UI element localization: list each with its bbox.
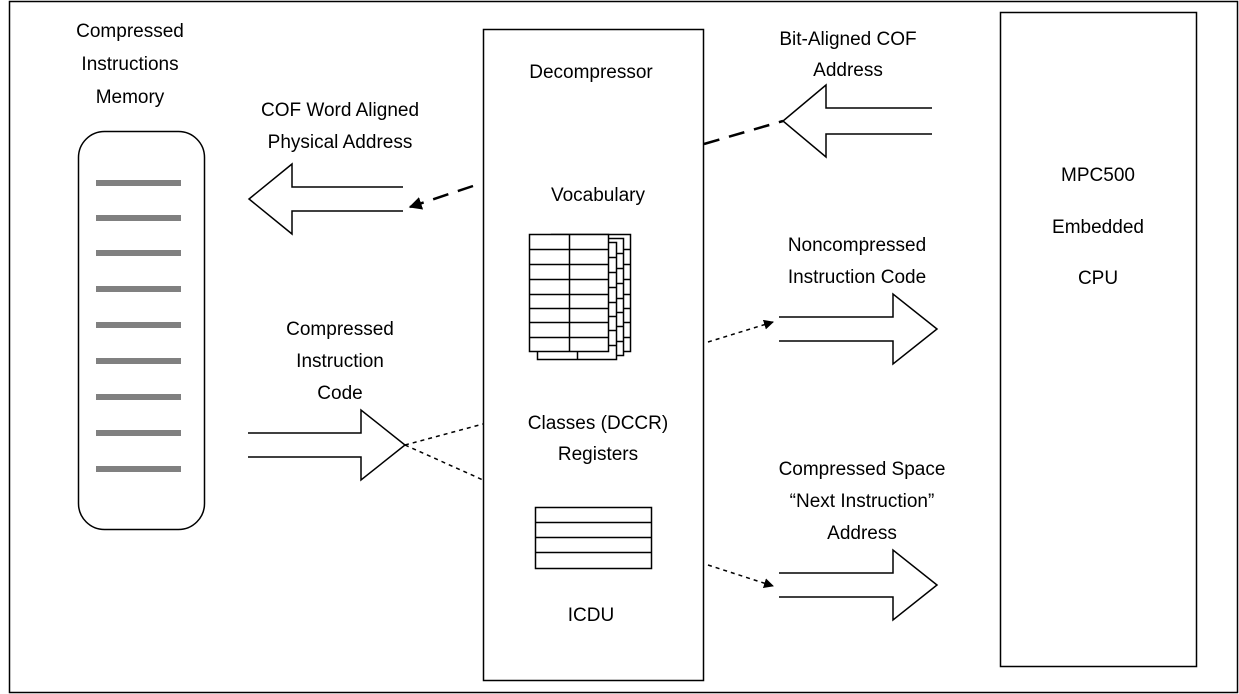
next-instruction-line-1: Compressed Space	[779, 459, 946, 480]
memory-label: Compressed Instructions Memory	[76, 21, 184, 108]
cof-word-aligned-label: COF Word Aligned Physical Address	[261, 100, 419, 153]
cof-word-aligned-address-arrow	[247, 162, 403, 236]
cof-word-aligned-line-1: COF Word Aligned	[261, 100, 419, 121]
cof-word-aligned-dashed-connector	[408, 184, 474, 210]
next-instruction-label: Compressed Space “Next Instruction” Addr…	[779, 459, 946, 544]
compressed-code-line-2: Instruction	[296, 351, 384, 372]
cof-word-aligned-line-2: Physical Address	[268, 132, 413, 153]
decompressor-label: Decompressor	[529, 62, 653, 83]
memory-label-line-1: Compressed	[76, 21, 184, 42]
noncompressed-line-2: Instruction Code	[788, 267, 926, 288]
noncompressed-code-arrow	[779, 292, 939, 366]
next-instruction-line-3: Address	[827, 523, 897, 544]
memory-label-line-2: Instructions	[81, 54, 178, 75]
bit-aligned-label: Bit-Aligned COF Address	[779, 29, 916, 81]
vocabulary-label: Vocabulary	[551, 185, 646, 206]
next-instruction-address-arrow	[779, 548, 939, 622]
bit-aligned-line-1: Bit-Aligned COF	[779, 29, 916, 50]
classes-label: Classes (DCCR) Registers	[528, 413, 668, 465]
compressed-code-dotted-connector	[404, 423, 484, 481]
classes-label-line-1: Classes (DCCR)	[528, 413, 668, 434]
cpu-label-line-3: CPU	[1078, 268, 1118, 289]
bit-aligned-dashed-connector	[703, 119, 784, 146]
noncompressed-label: Noncompressed Instruction Code	[788, 235, 926, 288]
compressed-code-line-3: Code	[317, 383, 362, 404]
bit-aligned-line-2: Address	[813, 60, 883, 81]
bit-aligned-address-arrow	[781, 83, 932, 159]
cpu-box	[999, 11, 1198, 668]
cpu-label-line-2: Embedded	[1052, 217, 1144, 238]
next-instruction-dotted-connector	[707, 564, 774, 588]
diagram-frame	[8, 0, 1239, 694]
cpu-label-line-1: MPC500	[1061, 165, 1135, 186]
noncompressed-line-1: Noncompressed	[788, 235, 926, 256]
dccr-registers-icon	[534, 506, 653, 570]
compressed-code-label: Compressed Instruction Code	[286, 319, 394, 404]
icdu-label: ICDU	[568, 605, 614, 626]
cpu-label: MPC500 Embedded CPU	[1052, 165, 1144, 289]
compressed-code-line-1: Compressed	[286, 319, 394, 340]
compressed-instructions-memory-icon	[77, 130, 206, 531]
next-instruction-line-2: “Next Instruction”	[790, 491, 935, 512]
vocabulary-tables-icon	[528, 233, 632, 361]
noncompressed-dotted-connector	[707, 319, 774, 343]
compressed-code-arrow	[248, 408, 407, 482]
memory-label-line-3: Memory	[96, 87, 165, 108]
classes-label-line-2: Registers	[558, 444, 638, 465]
